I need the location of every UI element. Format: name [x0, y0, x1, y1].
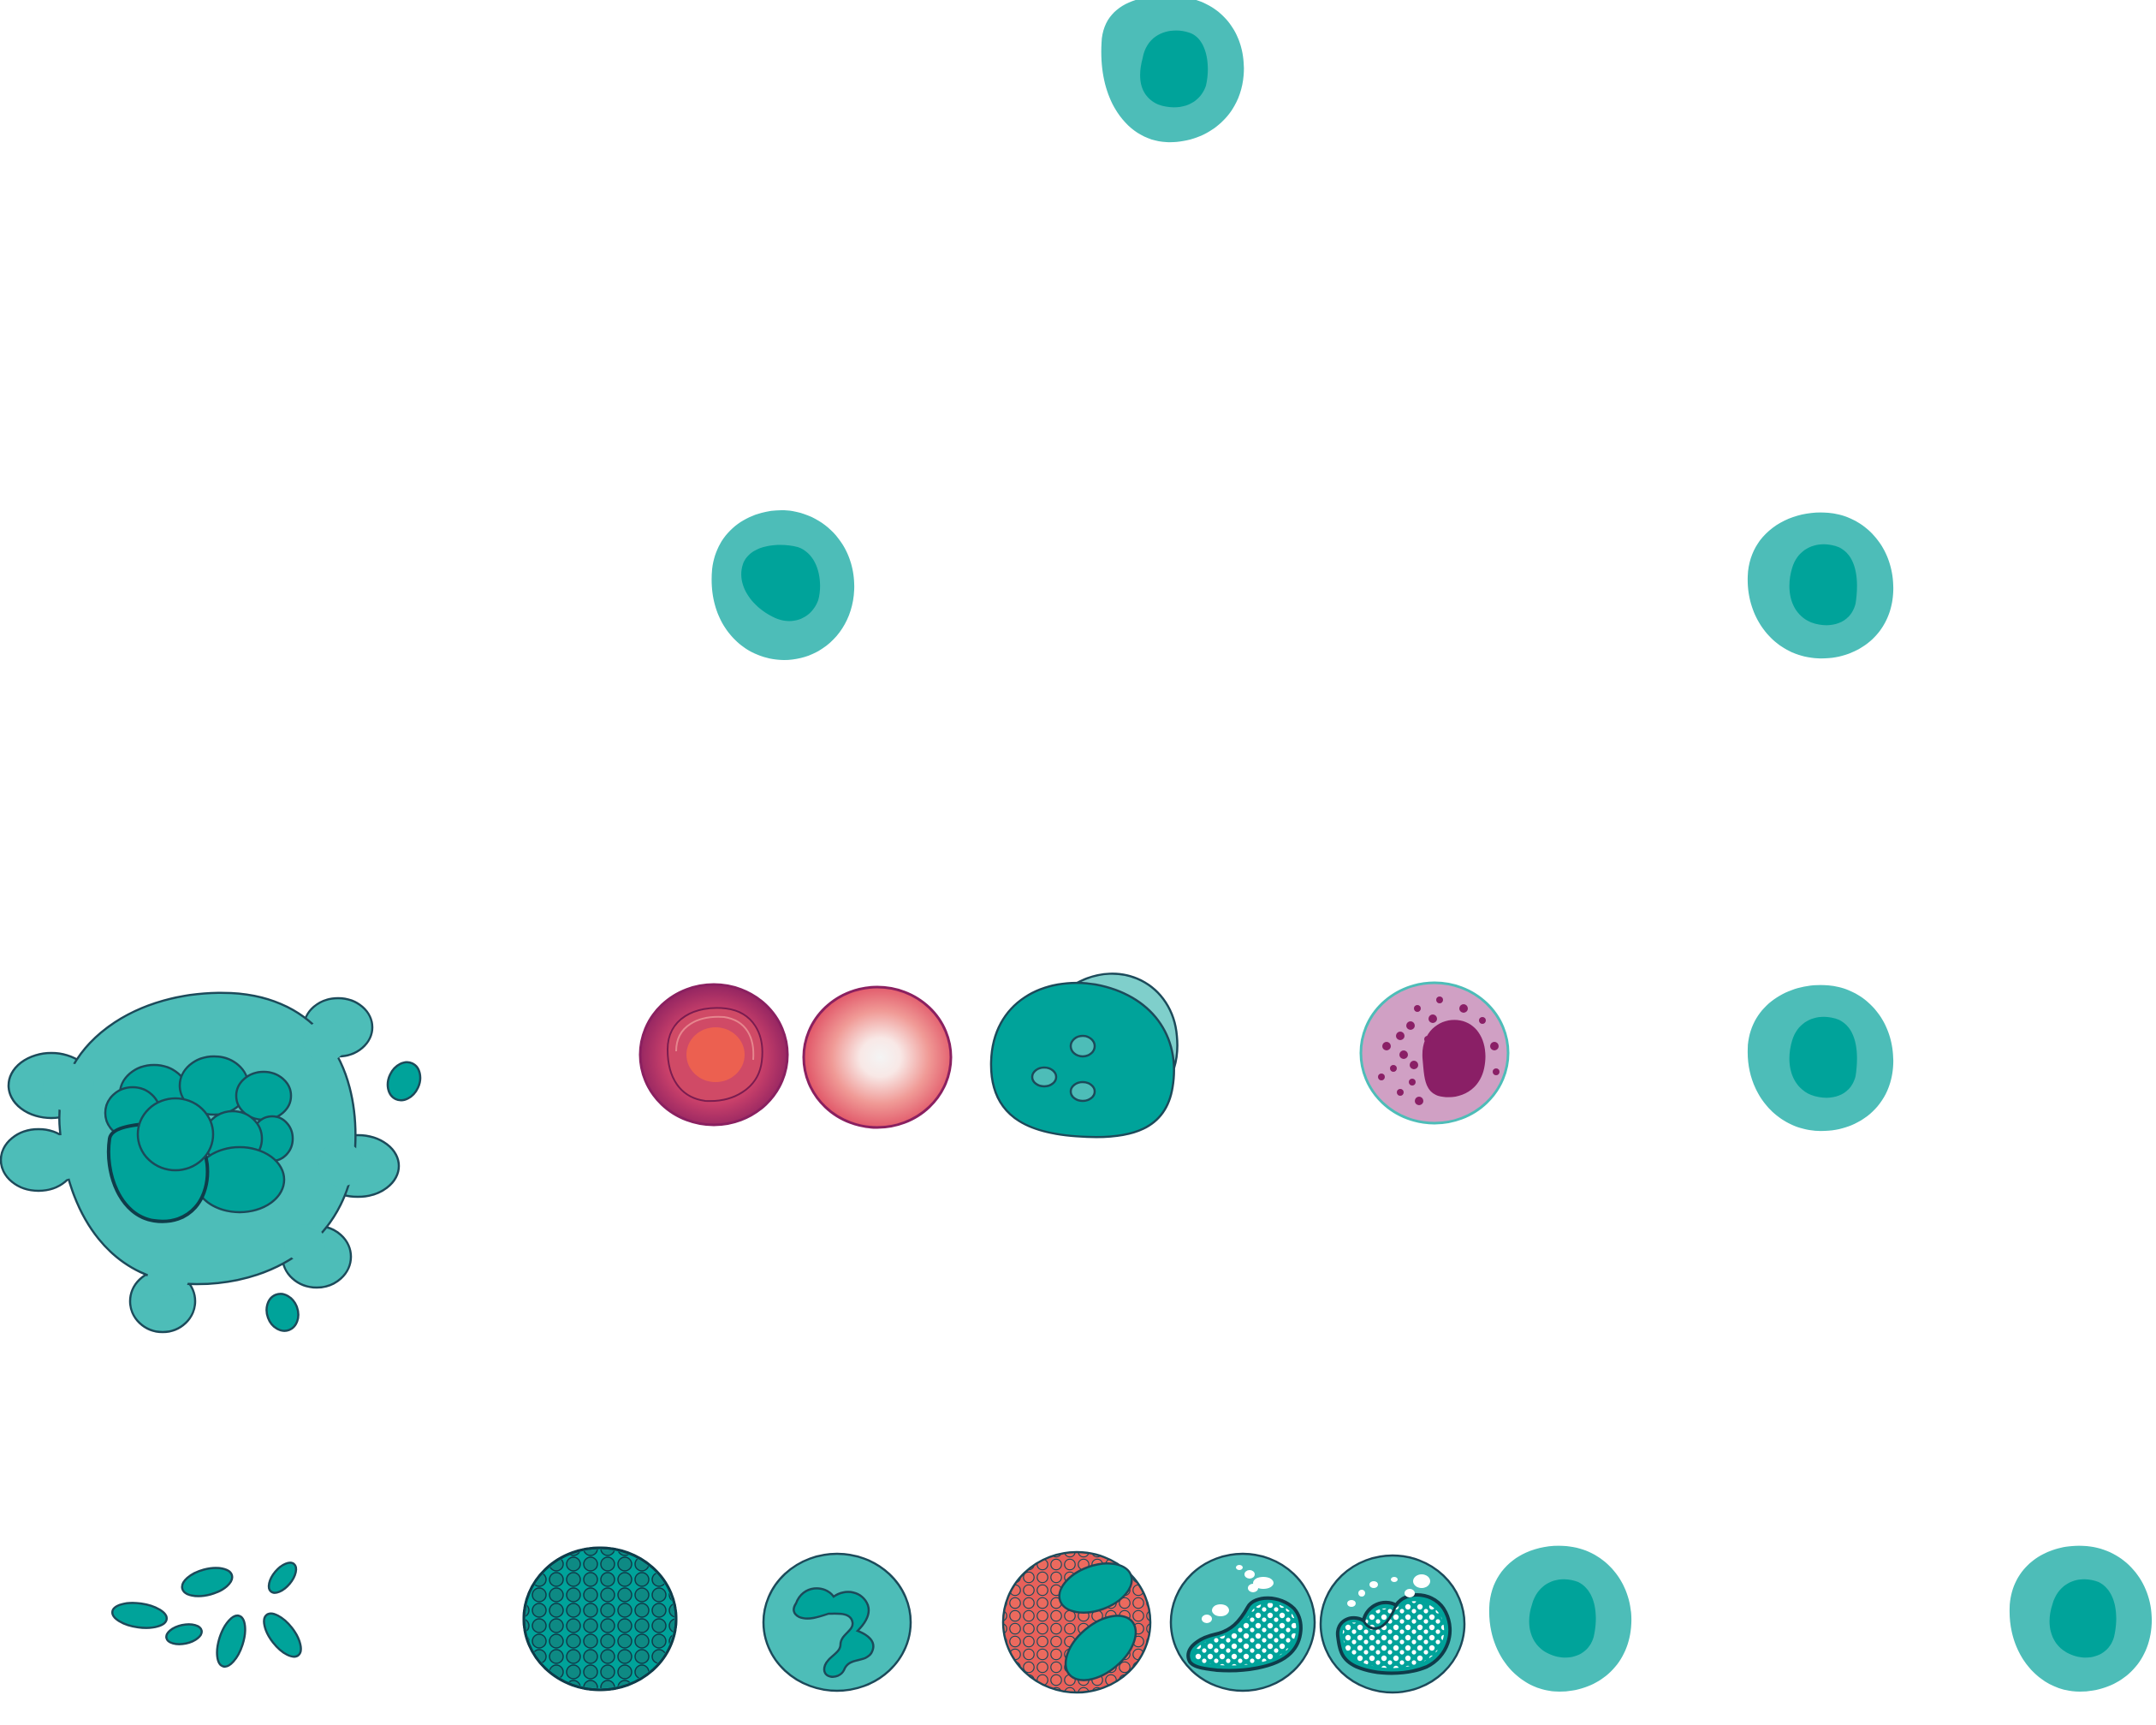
red-blood-cell-dark [638, 983, 789, 1127]
basophil [522, 1546, 678, 1692]
nucleus [1140, 30, 1209, 108]
mast-cell-icon [1359, 981, 1510, 1125]
nucleus [2049, 1579, 2117, 1658]
nucleated-cell [989, 973, 1179, 1139]
monocyte [762, 1552, 912, 1692]
neutrophil-1 [1169, 1552, 1316, 1692]
erythrocyte-icon [638, 983, 789, 1127]
progenitor-cell-left [711, 510, 855, 660]
nucleus [1789, 1016, 1857, 1098]
nucleus [741, 544, 821, 622]
red-blood-cell-light [802, 985, 953, 1129]
neutrophil-icon [1169, 1552, 1316, 1692]
precursor-cell-row3 [1747, 984, 1894, 1132]
cell-with-vacuoles-icon [989, 973, 1179, 1139]
monocyte-icon [762, 1552, 912, 1692]
mast-cell [1359, 981, 1510, 1125]
stem-cell [1101, 0, 1244, 143]
nucleus [1529, 1579, 1596, 1658]
neutrophil-icon [1319, 1554, 1466, 1694]
eosinophil-icon [1001, 1550, 1152, 1694]
eosinophil [1001, 1550, 1152, 1694]
lymphocyte-1 [1488, 1545, 1632, 1692]
platelets [111, 1561, 302, 1668]
megakaryocyte-icon [0, 991, 422, 1334]
platelet-icon [111, 1561, 302, 1668]
megakaryocyte [0, 991, 422, 1334]
basophil-icon [522, 1546, 678, 1692]
lymphocyte-2 [2009, 1545, 2153, 1692]
erythrocyte-icon [802, 985, 953, 1129]
progenitor-cell-right [1747, 512, 1894, 659]
nucleus [1789, 544, 1857, 626]
neutrophil-2 [1319, 1554, 1466, 1694]
